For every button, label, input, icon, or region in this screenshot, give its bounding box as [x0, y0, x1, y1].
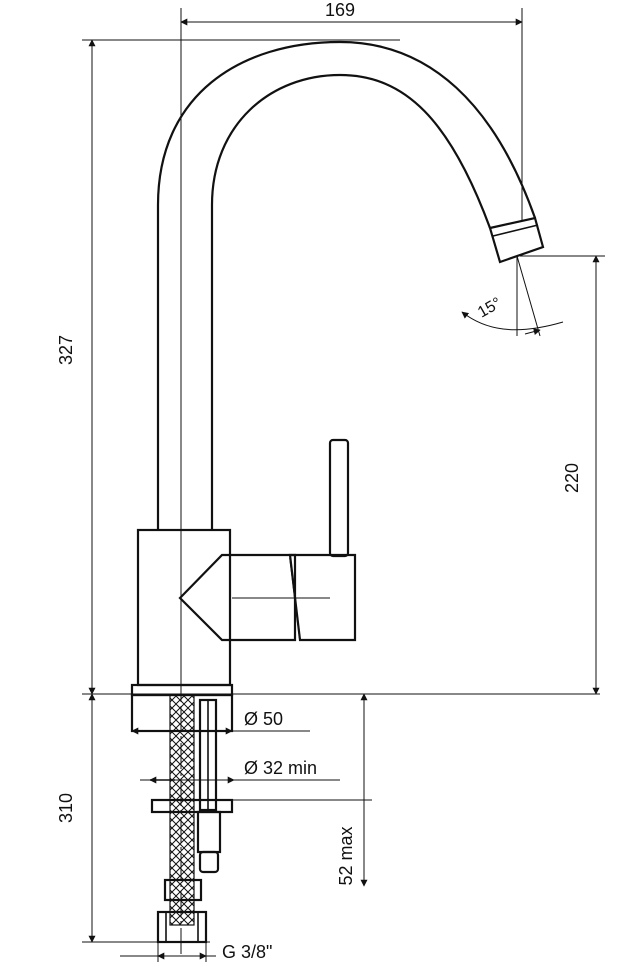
dim-310-label: 310	[56, 793, 76, 823]
dim-52-label: 52 max	[336, 826, 356, 885]
faucet-spout	[156, 40, 545, 530]
dim-d50-label: Ø 50	[244, 709, 283, 729]
dimension-width-169: 169	[180, 0, 523, 700]
faucet-body	[130, 438, 357, 697]
under-counter-assembly	[130, 693, 234, 944]
dim-d32-label: Ø 32 min	[244, 758, 317, 778]
dimension-height-310: 310	[56, 693, 210, 943]
angle-15-label: 15°	[475, 295, 504, 322]
dimension-52-max: 52 max	[232, 693, 372, 887]
dimension-diameter-50: Ø 50	[131, 709, 310, 735]
dim-220-label: 220	[562, 463, 582, 493]
dim-169-label: 169	[325, 0, 355, 20]
dimension-diameter-32: Ø 32 min	[140, 758, 340, 784]
dim-thread-label: G 3/8"	[222, 942, 272, 962]
dimension-thread: G 3/8"	[120, 942, 272, 962]
dim-327-label: 327	[56, 335, 76, 365]
dimension-height-220: 220	[520, 255, 605, 695]
angle-15-indicator: 15°	[461, 255, 564, 337]
